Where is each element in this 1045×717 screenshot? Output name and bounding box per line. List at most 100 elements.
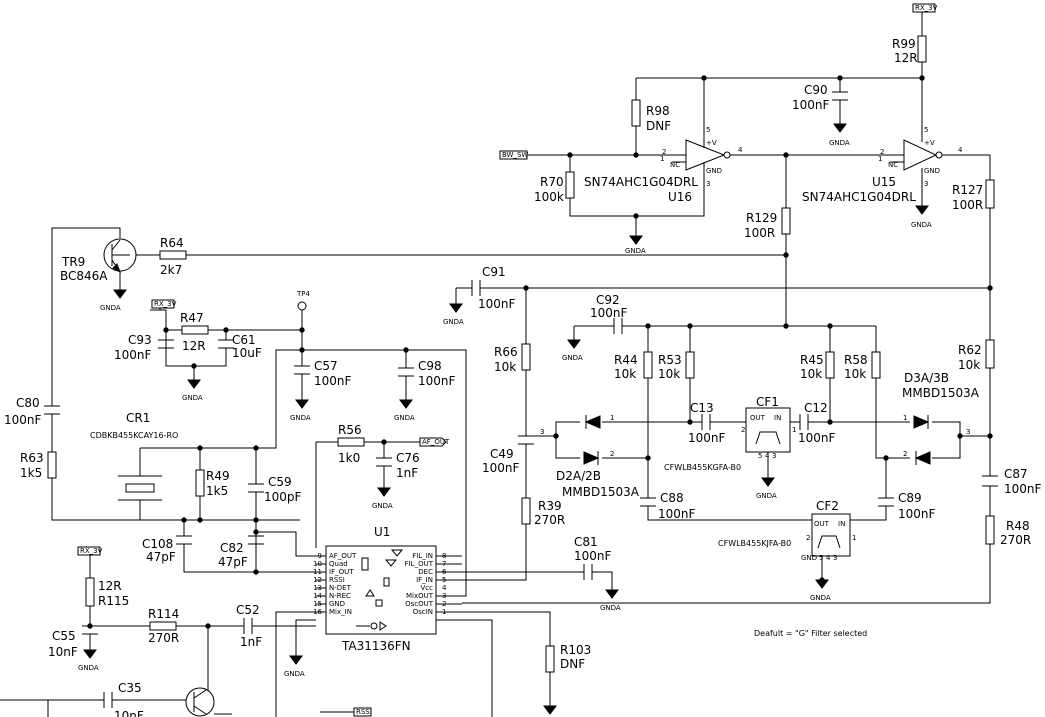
net-flag-af-out: AF_OUT xyxy=(419,437,450,447)
svg-text:GND: GND xyxy=(706,167,722,175)
net-flag-rx3v-top: RX_3V xyxy=(912,3,938,18)
transistor-bottom xyxy=(185,687,232,717)
gnd-icon xyxy=(761,477,775,487)
r114-ref: R114 xyxy=(148,607,179,621)
r63-ref: R63 xyxy=(20,451,44,465)
gnd-icon xyxy=(629,235,643,245)
r66-value: 10k xyxy=(494,360,516,374)
u1-pin-number: 2 xyxy=(442,600,446,608)
u1-pin-name: AF_OUT xyxy=(329,552,357,560)
c57-ref: C57 xyxy=(314,359,338,373)
gnd-icon xyxy=(83,649,97,659)
c76-value: 1nF xyxy=(396,466,418,480)
svg-text:2: 2 xyxy=(662,148,666,156)
svg-text:RSSI: RSSI xyxy=(356,708,372,716)
r63-value: 1k5 xyxy=(20,466,42,480)
r56-value: 1k0 xyxy=(338,451,360,465)
u1-pin-number: 15 xyxy=(313,600,322,608)
svg-text:2: 2 xyxy=(806,534,810,542)
tr9-ref: TR9 xyxy=(61,255,85,269)
gnd-icon xyxy=(295,399,309,409)
r62-value: 10k xyxy=(958,358,980,372)
c52-ref: C52 xyxy=(236,603,260,617)
c98-ref: C98 xyxy=(418,359,442,373)
c81-value: 100nF xyxy=(574,549,612,563)
filter-cf2: OUT IN 2 1 GND 5 4 3 xyxy=(801,513,856,562)
u1-pin-name: OscIN xyxy=(413,608,433,616)
c13-value: 100nF xyxy=(688,431,726,445)
svg-text:RX_3V: RX_3V xyxy=(915,4,938,12)
r53-value: 10k xyxy=(658,367,680,381)
c90-value: 100nF xyxy=(792,98,830,112)
svg-text:3: 3 xyxy=(966,428,970,436)
c82-value: 47pF xyxy=(218,555,248,569)
u1-pin-number: 11 xyxy=(313,568,322,576)
svg-text:1: 1 xyxy=(660,155,664,163)
svg-text:3: 3 xyxy=(833,554,837,562)
u1-pin-name: FIL_OUT xyxy=(405,560,434,568)
r48-value: 270R xyxy=(1000,533,1031,547)
c59-value: 100pF xyxy=(264,490,302,504)
c89-ref: C89 xyxy=(898,491,922,505)
c88-ref: C88 xyxy=(660,491,684,505)
d2-part: MMBD1503A xyxy=(562,485,640,499)
net-flag-rx3v-left: RX_3V xyxy=(150,299,177,311)
svg-text:5: 5 xyxy=(758,452,762,460)
r99-value: 12R xyxy=(894,51,918,65)
svg-text:4: 4 xyxy=(826,554,831,562)
c76-ref: C76 xyxy=(396,451,420,465)
svg-text:IN: IN xyxy=(774,414,781,422)
u1-pin-name: OscOUT xyxy=(405,600,434,608)
tr9-part: BC846A xyxy=(60,269,108,283)
c93-ref: C93 xyxy=(128,333,152,347)
u1-part: TA31136FN xyxy=(341,639,411,653)
r99-ref: R99 xyxy=(892,37,916,51)
svg-text:OUT: OUT xyxy=(750,414,766,422)
gnd-label: GNDA xyxy=(290,414,311,422)
r127-ref: R127 xyxy=(952,183,983,197)
gnd-icon xyxy=(567,339,581,349)
u1-pin-number: 12 xyxy=(313,576,322,584)
u1-pin-number: 14 xyxy=(313,592,322,600)
c59-ref: C59 xyxy=(268,475,292,489)
u1-pin-number: 4 xyxy=(442,584,447,592)
gnd-icon xyxy=(815,579,829,589)
r127-value: 100R xyxy=(952,198,983,212)
svg-text:GND: GND xyxy=(924,167,940,175)
svg-text:3: 3 xyxy=(772,452,776,460)
gnd-label: GNDA xyxy=(810,594,831,602)
svg-text:AF_OUT: AF_OUT xyxy=(422,438,450,446)
r103-ref: R103 xyxy=(560,643,591,657)
c12-ref: C12 xyxy=(804,401,828,415)
r45-value: 10k xyxy=(800,367,822,381)
svg-text:5: 5 xyxy=(924,126,928,134)
u1-pin-name: FIL_IN xyxy=(412,552,433,560)
r129-ref: R129 xyxy=(746,211,777,225)
svg-text:3: 3 xyxy=(924,180,928,188)
u1-pin-name: N-DET xyxy=(329,584,352,592)
svg-text:OUT: OUT xyxy=(814,520,830,528)
diodes: 1 2 3 1 2 3 xyxy=(540,414,970,465)
r49-value: 1k5 xyxy=(206,484,228,498)
svg-text:+V: +V xyxy=(924,139,935,147)
net-flag-bw-sw: BW_SW xyxy=(499,150,528,160)
c12-value: 100nF xyxy=(798,431,836,445)
u16-ref: U16 xyxy=(668,190,692,204)
u1-pin-name: DEC xyxy=(418,568,433,576)
gnd-icon xyxy=(915,205,929,215)
r56-ref: R56 xyxy=(338,423,362,437)
u1-pin-name: IF_OUT xyxy=(329,568,354,576)
gnd-label: GNDA xyxy=(562,354,583,362)
svg-text:5: 5 xyxy=(819,554,823,562)
r44-ref: R44 xyxy=(614,353,638,367)
u1-pin-name: Mix_IN xyxy=(329,608,352,616)
gnd-icon xyxy=(399,399,413,409)
gnd-label: GNDA xyxy=(911,221,932,229)
r70-value: 100k xyxy=(534,190,564,204)
c61-ref: C61 xyxy=(232,333,256,347)
svg-text:3: 3 xyxy=(706,180,710,188)
r115-value: 12R xyxy=(98,579,122,593)
